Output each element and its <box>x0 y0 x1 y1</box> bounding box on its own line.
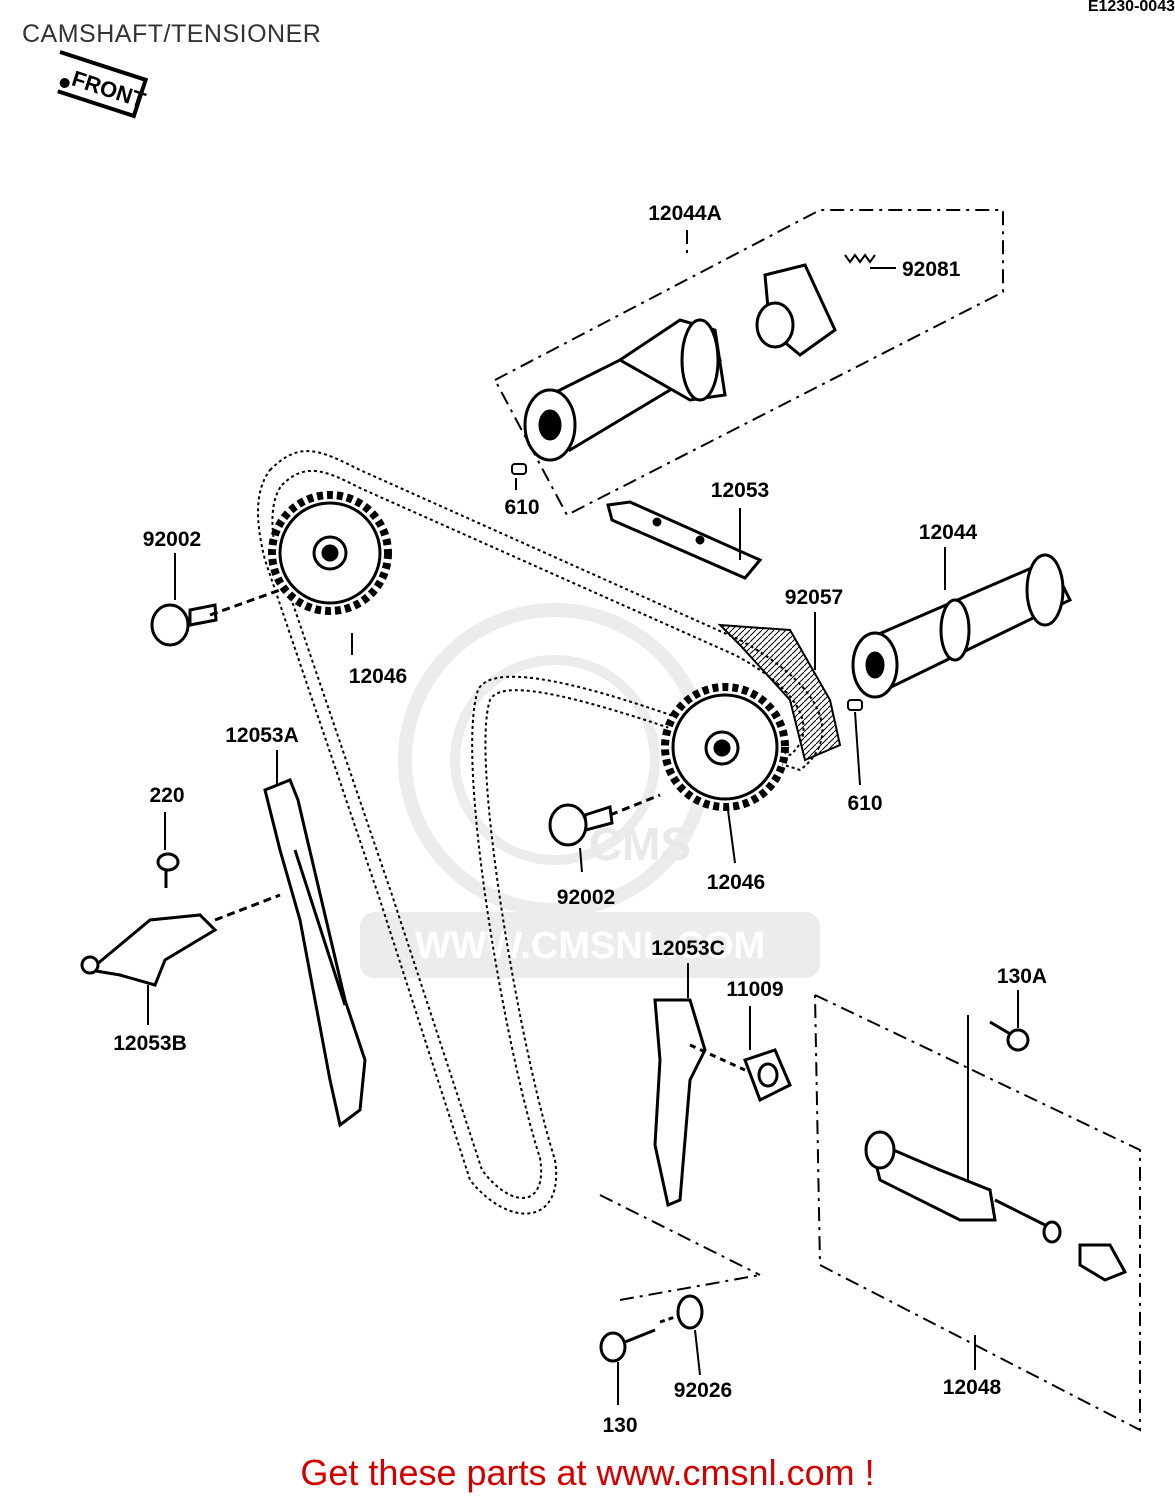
gasket-11009 <box>743 1048 792 1103</box>
sprocket-12046-upper <box>268 491 392 615</box>
label-p-12046-a[interactable]: 12046 <box>349 665 407 688</box>
front-direction-indicator: FRONT <box>57 50 149 119</box>
reference-code: E1230-0043 <box>1087 0 1175 15</box>
watermark-logo: CMS <box>589 818 691 870</box>
guide-12053C <box>653 998 746 1208</box>
label-p-92002-a[interactable]: 92002 <box>143 528 201 551</box>
label-p-92026[interactable]: 92026 <box>674 1379 732 1402</box>
bolt-130 <box>599 1328 656 1363</box>
chain-92057 <box>717 623 842 762</box>
label-p-92081[interactable]: 92081 <box>902 258 961 281</box>
camshaft-12044 <box>851 553 1073 699</box>
label-p-12044[interactable]: 12044 <box>919 521 978 544</box>
label-p-130[interactable]: 130 <box>602 1414 637 1437</box>
watermark-text: WWW.CMSNL.COM <box>415 925 765 967</box>
pin-610-lower <box>847 699 863 711</box>
label-p-130A[interactable]: 130A <box>997 965 1047 988</box>
label-p-11009[interactable]: 11009 <box>726 978 783 1001</box>
pin-610-upper <box>511 463 527 475</box>
leader-lines <box>147 267 1019 1405</box>
label-p-12053B[interactable]: 12053B <box>113 1032 187 1055</box>
screw-220 <box>156 852 180 888</box>
label-p-12053[interactable]: 12053 <box>711 479 769 502</box>
camshaft-12044A <box>523 317 727 462</box>
label-p-610-b[interactable]: 610 <box>847 792 882 815</box>
tensioner-12048 <box>864 1130 1128 1282</box>
washer-92026 <box>659 1294 704 1330</box>
label-p-12053C[interactable]: 12053C <box>651 937 725 960</box>
tensioner-group-box <box>814 994 1141 1432</box>
page-title: CAMSHAFT/TENSIONER <box>22 20 322 48</box>
sprocket-12046-lower <box>661 683 789 811</box>
bolt-92002-lower <box>548 793 661 847</box>
label-p-220[interactable]: 220 <box>149 784 184 807</box>
label-p-92002-b[interactable]: 92002 <box>557 886 615 909</box>
label-p-12046-b[interactable]: 12046 <box>707 871 765 894</box>
guide-12053B <box>80 893 281 987</box>
label-p-610-a[interactable]: 610 <box>504 496 539 519</box>
chain-guide-12053 <box>606 500 763 580</box>
governor-assembly <box>755 263 837 357</box>
label-p-92057[interactable]: 92057 <box>785 586 843 609</box>
chain-guide-12053A <box>263 778 367 1128</box>
label-p-12048[interactable]: 12048 <box>943 1376 1002 1399</box>
bolt-130A <box>989 1020 1030 1052</box>
group-outlines <box>494 209 1141 1432</box>
footer-link[interactable]: Get these parts at www.cmsnl.com ! <box>300 1452 875 1493</box>
spring-92081 <box>844 253 876 264</box>
camshaft-group-box <box>494 209 1004 517</box>
part-labels: 12044A 92081 610 12053 12044 92057 92002… <box>113 202 1047 1437</box>
bolt-92002-upper <box>150 588 281 647</box>
label-p-12053A[interactable]: 12053A <box>225 724 299 747</box>
label-p-12044A[interactable]: 12044A <box>648 202 722 225</box>
